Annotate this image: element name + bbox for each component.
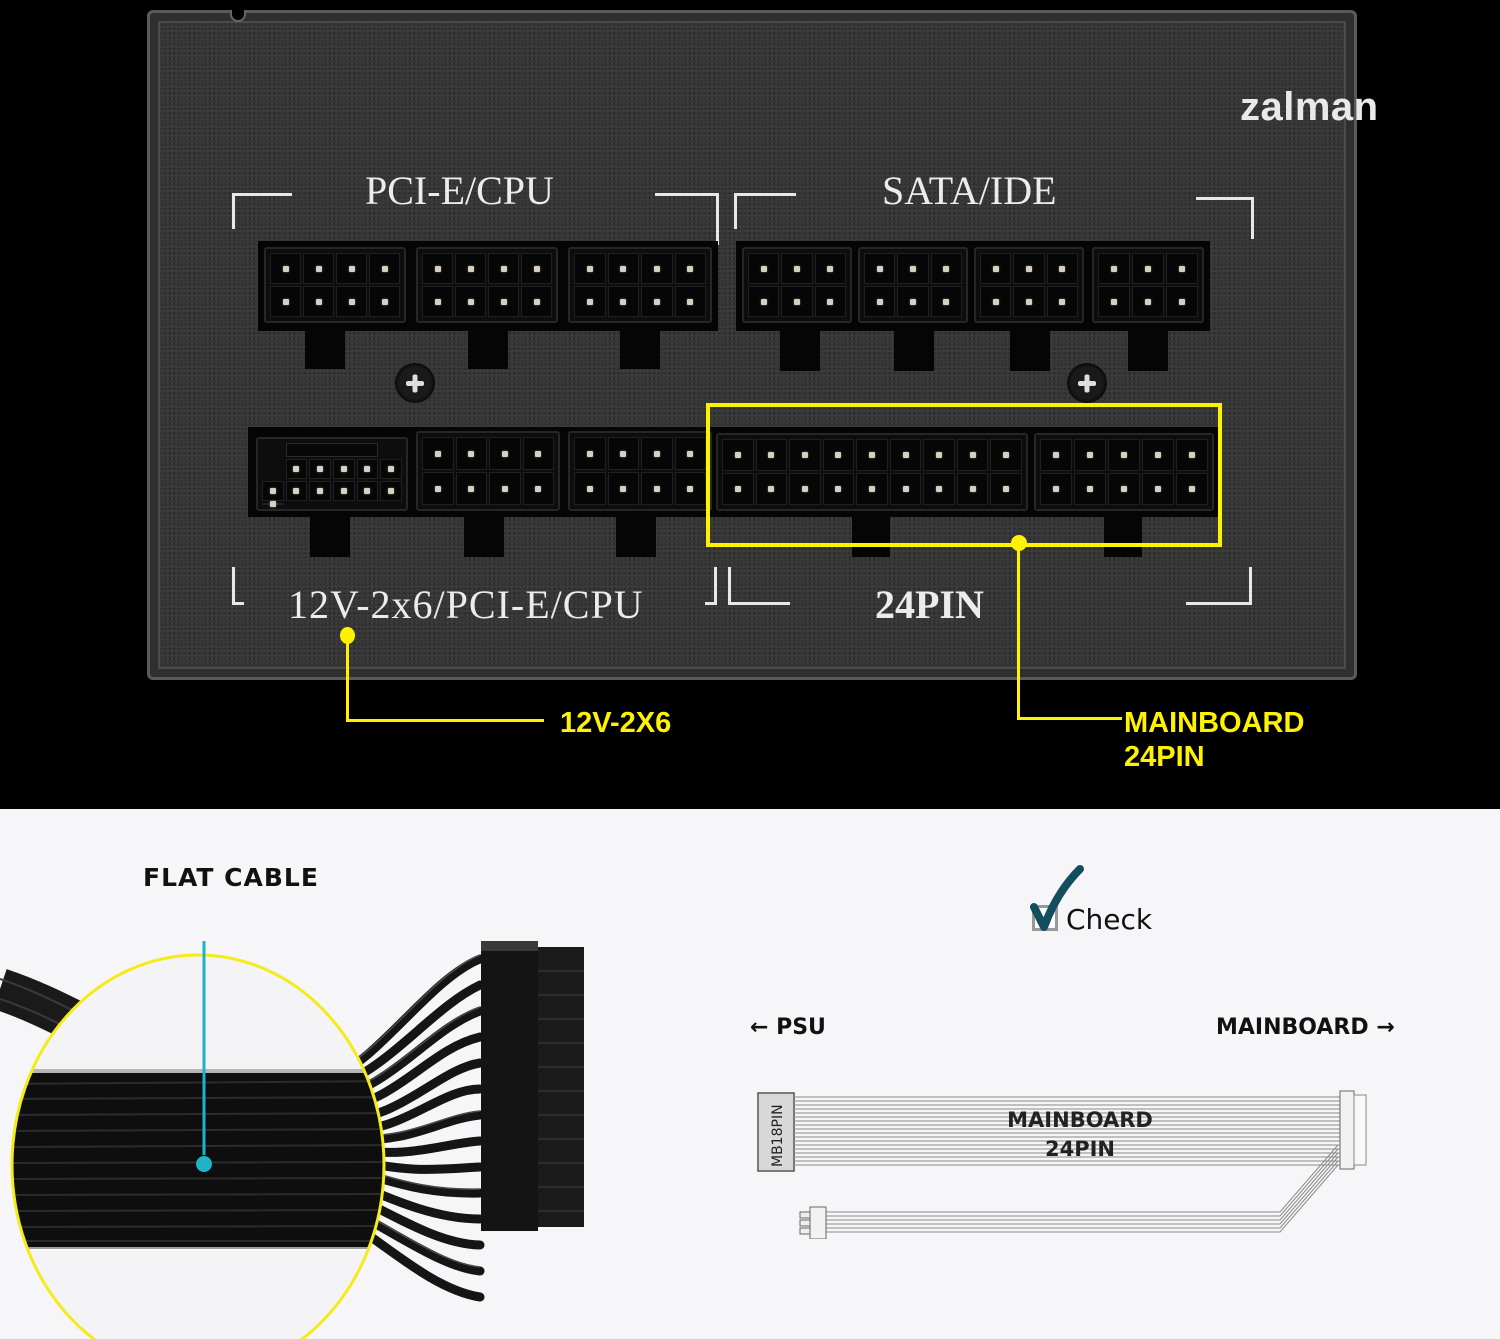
cable-diagram: MB18PIN MAINBOARD xyxy=(757,1090,1367,1239)
socket-latch xyxy=(894,331,934,371)
diagram-label-line2: 24PIN xyxy=(1045,1137,1115,1161)
pin xyxy=(799,1219,811,1227)
callout-mainboard-line1: MAINBOARD xyxy=(1124,707,1305,739)
mainboard-24pin-socket-a[interactable] xyxy=(716,433,1028,511)
panel-notch xyxy=(230,10,246,22)
pin xyxy=(799,1227,811,1235)
sense-pins xyxy=(285,443,379,457)
mainboard-24pin-highlight xyxy=(706,403,1222,547)
pcie-cpu-socket-2[interactable] xyxy=(416,247,558,323)
bracket-corner xyxy=(1186,567,1252,605)
zalman-logo: zalman xyxy=(1240,85,1379,129)
screw-icon xyxy=(1067,363,1107,403)
pcie-cpu-socket-1[interactable] xyxy=(264,247,406,323)
psu-modular-panel-section: zalman PCI-E/CPU SATA/IDE 12V-2x6/PCI-E/… xyxy=(0,0,1500,809)
mainboard-direction-label: MAINBOARD → xyxy=(1216,1015,1395,1040)
flat-cable-title: FLAT CABLE xyxy=(143,863,319,892)
bracket-corner xyxy=(655,193,719,245)
12v-2x6-socket[interactable] xyxy=(256,437,408,511)
pcie-cpu-socket-5[interactable] xyxy=(568,431,712,511)
label-24pin: 24PIN xyxy=(875,582,984,627)
diagram-label-line1: MAINBOARD xyxy=(1007,1108,1153,1132)
mainboard-connector-pins xyxy=(1353,1094,1367,1166)
checkmark-icon xyxy=(1030,865,1084,931)
sata-ide-socket-1[interactable] xyxy=(742,247,852,323)
sata-ide-socket-3[interactable] xyxy=(974,247,1084,323)
bracket-corner xyxy=(705,567,717,605)
check-label: Check xyxy=(1066,903,1153,936)
socket-latch xyxy=(464,517,504,557)
label-12v-2x6-pcie-cpu: 12V-2x6/PCI-E/CPU xyxy=(288,582,644,627)
socket-latch xyxy=(305,331,345,369)
pin xyxy=(799,1211,811,1219)
6pin-connector xyxy=(809,1206,827,1239)
pcie-cpu-socket-3[interactable] xyxy=(568,247,712,323)
socket-latch xyxy=(852,517,890,557)
bracket-corner xyxy=(232,193,292,229)
callout-dot xyxy=(1011,535,1027,551)
magnifier-circle xyxy=(10,953,386,1339)
screw-icon xyxy=(395,363,435,403)
psu-direction-label: ← PSU xyxy=(750,1015,826,1040)
ribbon-wires xyxy=(794,1096,1340,1166)
label-pcie-cpu-top: PCI-E/CPU xyxy=(365,168,554,213)
mb18pin-label: MB18PIN xyxy=(770,1104,786,1167)
callout-12v-2x6: 12V-2X6 xyxy=(560,707,672,739)
mb18pin-connector xyxy=(757,1092,795,1172)
callout-mainboard-24pin: MAINBOARD 24PIN xyxy=(1124,706,1304,774)
branch-wires xyxy=(825,1144,1339,1233)
callout-dot-teal xyxy=(196,1156,212,1172)
callout-line xyxy=(1017,545,1020,720)
flat-cable-section: FLAT CABLE xyxy=(0,809,1500,1339)
mainboard-connector xyxy=(1339,1090,1355,1170)
bracket-corner xyxy=(232,567,244,605)
socket-latch xyxy=(1128,331,1168,371)
socket-latch xyxy=(616,517,656,557)
callout-dot xyxy=(340,627,355,644)
24pin-connector xyxy=(481,941,584,1231)
socket-latch xyxy=(620,331,660,369)
bracket-corner xyxy=(728,567,790,605)
label-sata-ide: SATA/IDE xyxy=(882,168,1057,213)
socket-latch xyxy=(310,517,350,557)
callout-mainboard-line2: 24PIN xyxy=(1124,741,1205,773)
sata-ide-socket-4[interactable] xyxy=(1092,247,1204,323)
callout-line xyxy=(1017,717,1122,720)
socket-latch xyxy=(1104,517,1142,557)
psu-panel: zalman PCI-E/CPU SATA/IDE 12V-2x6/PCI-E/… xyxy=(147,10,1378,680)
bracket-corner xyxy=(1196,197,1254,239)
socket-latch xyxy=(780,331,820,371)
flat-cable-photo xyxy=(0,941,584,1339)
bracket-corner xyxy=(734,193,796,229)
socket-latch xyxy=(468,331,508,369)
pcie-cpu-socket-4[interactable] xyxy=(416,431,560,511)
sata-ide-socket-2[interactable] xyxy=(858,247,968,323)
mainboard-24pin-socket-b[interactable] xyxy=(1034,433,1214,511)
callout-line xyxy=(346,719,544,722)
socket-latch xyxy=(1010,331,1050,371)
callout-line xyxy=(346,640,349,722)
